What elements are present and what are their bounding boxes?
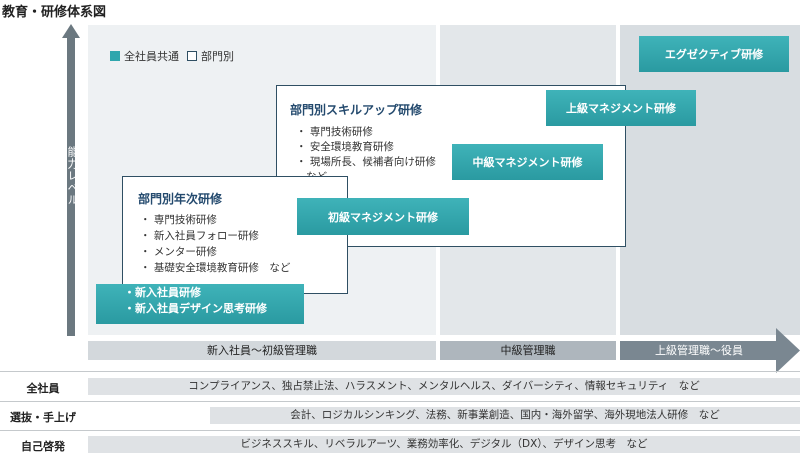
legend-department-swatch (187, 51, 197, 61)
level-bar-middle: 中級管理職 (440, 341, 616, 360)
level-column-senior (620, 25, 800, 335)
horizontal-axis-arrowhead (776, 328, 800, 373)
row-content-selection: 会計、ロジカルシンキング、法務、新事業創造、国内・海外留学、海外現地法人研修 な… (210, 407, 800, 424)
row-label-selection: 選抜・手上げ (10, 411, 76, 424)
row-divider (0, 401, 800, 402)
nenji-box-title: 部門別年次研修 (138, 192, 223, 206)
department-nenji-box (122, 176, 348, 294)
vertical-axis-label: 能力レベル (66, 146, 79, 206)
legend-department-label: 部門別 (201, 50, 234, 63)
nenji-item: ・ 専門技術研修 (140, 214, 217, 226)
nenji-item: ・ メンター研修 (140, 246, 217, 258)
row-content-self-development: ビジネススキル、リベラルアーツ、業務効率化、デジタル（DX）、デザイン思考 など (88, 436, 800, 453)
senior-management-pill: 上級マネジメント研修 (546, 90, 696, 126)
new-hire-design-training-label: ・新入社員デザイン思考研修 (124, 302, 267, 315)
skillup-item: ・ 現場所長、候補者向け研修 (296, 156, 436, 168)
new-hire-training-label: ・新入社員研修 (124, 286, 201, 299)
legend-common-swatch (110, 51, 120, 61)
vertical-axis-arrow (62, 24, 80, 336)
junior-management-pill: 初級マネジメント研修 (297, 198, 469, 235)
new-hire-training-pill: ・新入社員研修 ・新入社員デザイン思考研修 (96, 284, 304, 324)
skillup-item: ・ 専門技術研修 (296, 126, 373, 138)
row-divider (0, 371, 800, 372)
skillup-box-title: 部門別スキルアップ研修 (290, 103, 423, 117)
middle-management-pill: 中級マネジメント研修 (452, 144, 603, 180)
row-content-all-employees: コンプライアンス、独占禁止法、ハラスメント、メンタルヘルス、ダイバーシティ、情報… (88, 378, 800, 395)
nenji-item: ・ 基礎安全環境教育研修 など (140, 262, 291, 274)
row-label-self-development: 自己啓発 (21, 440, 65, 453)
legend-common-label: 全社員共通 (124, 50, 179, 63)
nenji-item: ・ 新入社員フォロー研修 (140, 230, 259, 242)
row-label-all-employees: 全社員 (26, 382, 60, 395)
level-bar-senior: 上級管理職～役員 (620, 341, 778, 360)
executive-pill: エグゼクティブ研修 (639, 36, 789, 72)
skillup-item: ・ 安全環境教育研修 (296, 141, 394, 153)
page-title: 教育・研修体系図 (2, 5, 107, 20)
row-divider (0, 430, 800, 431)
level-bar-junior: 新入社員～初級管理職 (88, 341, 436, 360)
legend: 全社員共通 部門別 (110, 48, 234, 64)
